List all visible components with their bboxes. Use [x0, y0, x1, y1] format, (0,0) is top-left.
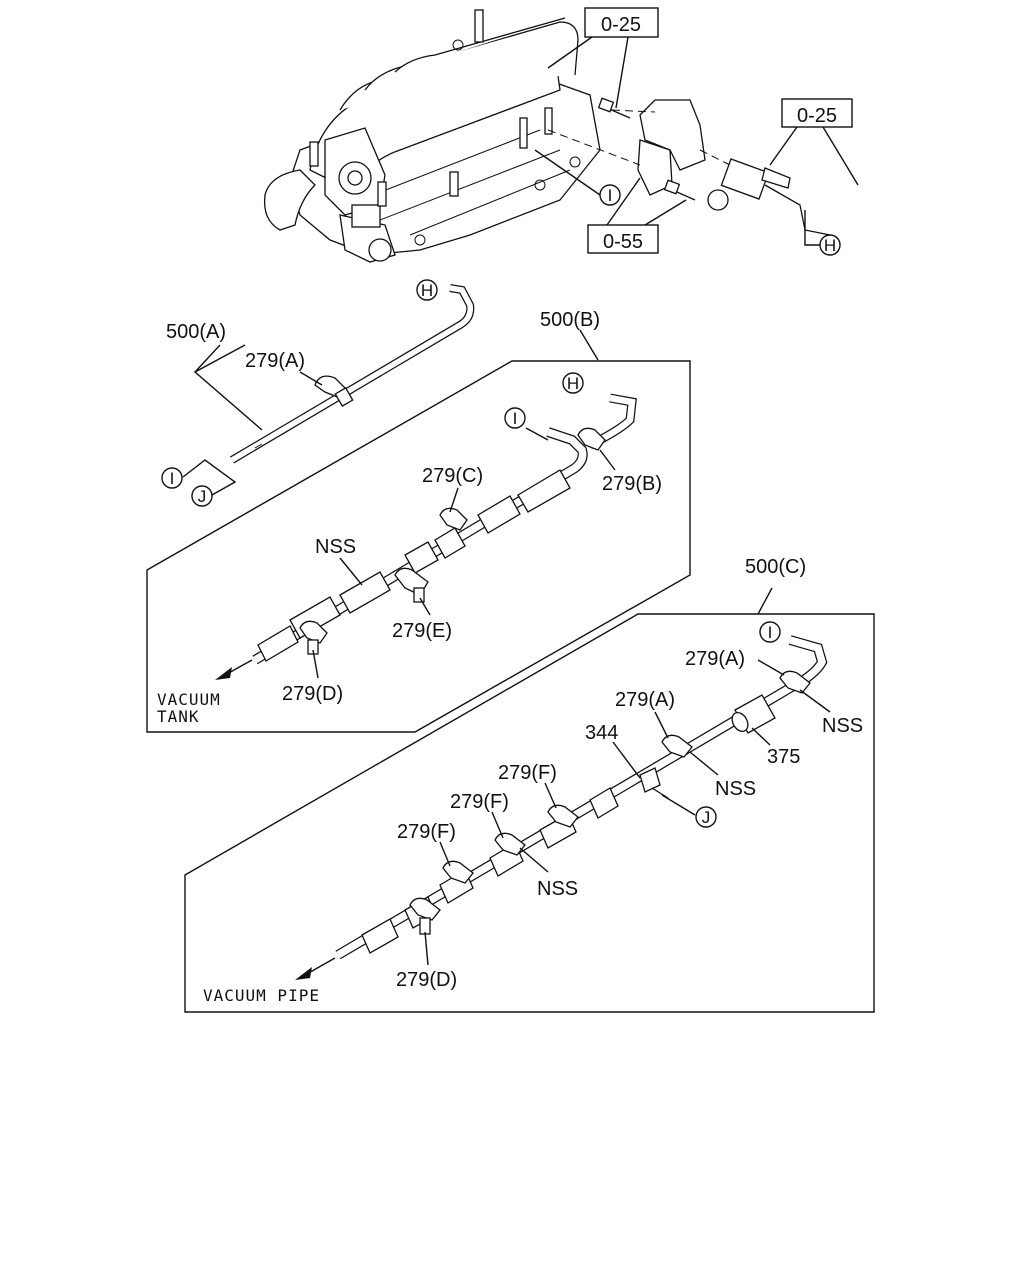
svg-text:H: H	[421, 281, 433, 300]
marker-i-top: I	[599, 184, 621, 206]
callout-279f-1: 279(F)	[498, 762, 557, 784]
svg-text:J: J	[198, 487, 207, 506]
svg-text:I: I	[608, 186, 613, 205]
hose-500b	[252, 393, 637, 665]
leader-i-j-500a	[182, 459, 237, 496]
leader-o55	[606, 177, 687, 226]
callout-nss-b: NSS	[315, 536, 356, 558]
leader-279f-3	[439, 841, 451, 867]
label-vacuum-pipe: VACUUM PIPE	[203, 986, 320, 1005]
leader-o25-right	[769, 126, 859, 186]
leader-279a-c2	[654, 711, 669, 739]
callout-279f-2: 279(F)	[450, 791, 509, 813]
leader-500a	[193, 344, 263, 431]
top-right-hose	[828, 176, 882, 250]
svg-text:I: I	[513, 409, 518, 428]
label-vacuum-tank-2: TANK	[157, 707, 200, 726]
callout-279f-3: 279(F)	[397, 821, 456, 843]
vsv-valve	[707, 158, 831, 236]
callout-375: 375	[767, 746, 800, 768]
svg-text:0-25: 0-25	[797, 105, 837, 127]
leader-279e	[419, 597, 431, 616]
leader-j-c	[661, 794, 696, 816]
callout-279a-c2: 279(A)	[615, 689, 675, 711]
callout-500b: 500(B)	[540, 309, 600, 331]
callout-nss-c1: NSS	[822, 715, 863, 737]
marker-j-c: J	[695, 806, 717, 828]
arrow-head-vacuum-tank	[215, 667, 232, 680]
leader-375	[751, 727, 771, 746]
svg-text:I: I	[768, 623, 773, 642]
marker-j-500a: J	[191, 485, 213, 507]
leader-nss-c3	[519, 847, 549, 873]
callout-279c: 279(C)	[422, 465, 483, 487]
marker-i-c: I	[759, 621, 781, 643]
arrow-head-vacuum-pipe	[295, 967, 312, 980]
leader-279f-2	[491, 811, 504, 839]
callout-279d-b: 279(D)	[282, 683, 343, 705]
leader-279b	[599, 449, 616, 471]
label-vacuum-tank-1: VACUUM	[157, 690, 221, 709]
svg-text:H: H	[824, 236, 836, 255]
bracket-assembly	[547, 97, 731, 201]
leader-279a-top	[299, 371, 323, 386]
svg-text:J: J	[702, 808, 711, 827]
leader-nss-b	[339, 557, 363, 586]
leader-279d-b	[312, 649, 319, 679]
svg-text:I: I	[170, 469, 175, 488]
leader-279a-c1	[757, 659, 785, 676]
leader-279f-1	[544, 782, 557, 809]
callout-nss-c3: NSS	[537, 878, 578, 900]
leader-279d-c	[424, 931, 429, 966]
ref-box-o25-top: 0-25	[584, 7, 659, 38]
svg-text:H: H	[567, 374, 579, 393]
svg-text:0-55: 0-55	[603, 231, 643, 253]
leader-o25-top	[547, 36, 629, 109]
leader-344	[612, 741, 641, 779]
svg-text:0-25: 0-25	[601, 14, 641, 36]
callout-nss-c2: NSS	[715, 778, 756, 800]
leader-500b	[579, 329, 599, 361]
leader-500c	[757, 587, 773, 615]
callout-500a: 500(A)	[166, 321, 226, 343]
hose-500a	[229, 284, 475, 464]
leader-nss-c1	[799, 689, 831, 713]
leader-i-top	[534, 149, 601, 196]
callout-279a-c1: 279(A)	[685, 648, 745, 670]
ref-box-o55: 0-55	[587, 224, 659, 254]
hose-500c	[335, 635, 828, 960]
callout-279e: 279(E)	[392, 620, 452, 642]
marker-i-500a: I	[161, 467, 183, 489]
leader-279c	[449, 487, 459, 513]
leader-h-top	[804, 210, 820, 246]
callout-279b: 279(B)	[602, 473, 662, 495]
marker-i-b: I	[504, 407, 526, 429]
callout-500c: 500(C)	[745, 556, 806, 578]
leader-i-b	[525, 427, 549, 441]
marker-h-b: H	[562, 372, 584, 394]
intake-manifold	[263, 9, 601, 263]
leader-nss-c2	[689, 751, 719, 776]
marker-h-top: H	[819, 234, 841, 256]
marker-h-500a: H	[416, 279, 438, 301]
frame-500c	[184, 613, 875, 1013]
callout-279a-500a: 279(A)	[245, 350, 305, 372]
ref-box-o25-right: 0-25	[781, 98, 853, 128]
callout-279d-c: 279(D)	[396, 969, 457, 991]
callout-344: 344	[585, 722, 618, 744]
